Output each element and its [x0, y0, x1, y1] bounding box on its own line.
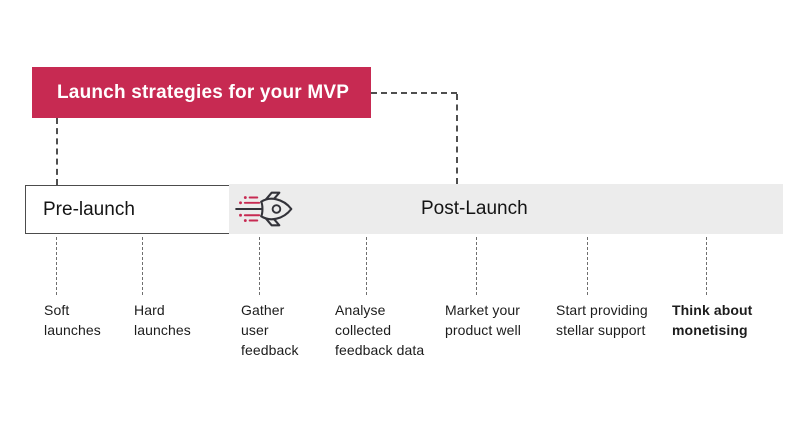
label-think-about-monetising: Think about monetising: [672, 302, 753, 338]
rocket-icon: [235, 191, 293, 227]
pre-launch-label: Pre-launch: [43, 198, 135, 220]
drop-line-monetising: [706, 237, 707, 295]
drop-line-stellar-support: [587, 237, 588, 295]
title-banner: Launch strategies for your MVP: [32, 67, 371, 118]
label-gather-user-feedback: Gather user feedback: [241, 302, 299, 358]
label-start-providing-support: Start providing stellar support: [556, 302, 648, 338]
label-analyse-collected-feedback: Analyse collected feedback data: [335, 302, 425, 358]
connector-banner-to-postlaunch: [456, 94, 458, 184]
drop-line-gather-feedback: [259, 237, 260, 295]
drop-line-hard-launches: [142, 237, 143, 295]
label-hard-launches: Hard launches: [134, 302, 191, 338]
post-launch-label: Post-Launch: [421, 198, 528, 219]
drop-line-analyse-feedback: [366, 237, 367, 295]
label-market-your-product: Market your product well: [445, 302, 521, 338]
pre-launch-box: Pre-launch: [25, 185, 230, 234]
drop-line-market-product: [476, 237, 477, 295]
connector-banner-horizontal: [371, 92, 457, 94]
post-launch-bar: Post-Launch: [229, 184, 783, 234]
label-soft-launches: Soft launches: [44, 302, 101, 338]
drop-line-soft-launches: [56, 237, 57, 295]
page-title: Launch strategies for your MVP: [57, 81, 350, 103]
connector-banner-to-prelaunch: [56, 118, 58, 185]
